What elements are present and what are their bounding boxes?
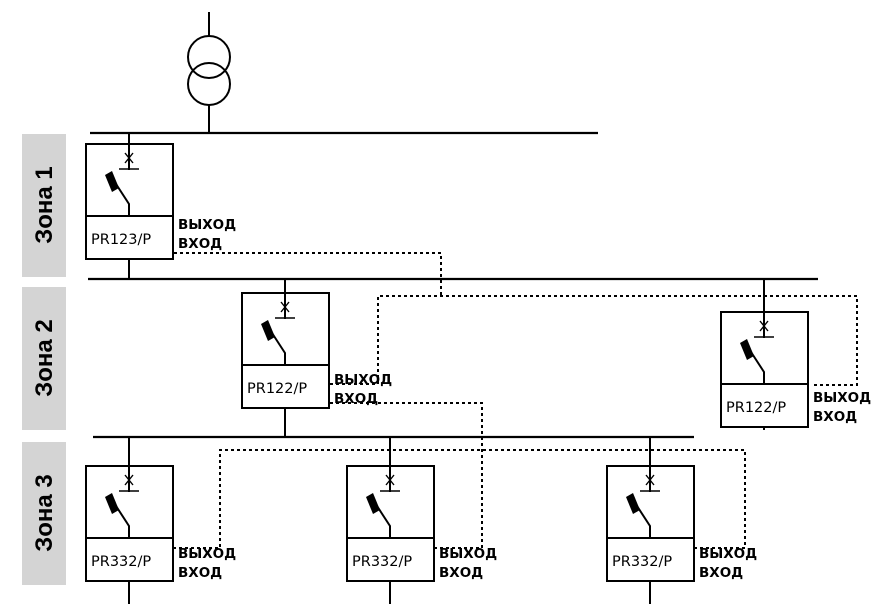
contact-x-icon xyxy=(275,301,295,319)
breaker-switch-icon xyxy=(366,493,391,538)
zone-band-1: Зона 1 xyxy=(22,134,66,277)
contact-x-icon xyxy=(380,474,400,492)
wire-z3-out-bus xyxy=(173,449,746,549)
breaker-handle xyxy=(366,493,380,514)
breaker-handle xyxy=(105,493,119,514)
zone-band-3: Зона 3 xyxy=(22,442,66,585)
zone-band-bg xyxy=(22,134,66,277)
wire-z1-in xyxy=(174,252,442,296)
breaker-switch-icon xyxy=(261,320,286,365)
zone-label: Зона 3 xyxy=(31,474,58,552)
selectivity-wiring xyxy=(173,252,858,549)
contact-x-icon xyxy=(640,474,660,492)
trip-unit-model: PR332/P xyxy=(91,554,151,570)
breaker-switch-icon xyxy=(626,493,651,538)
trip-unit-box xyxy=(241,364,330,409)
wire-z2-out-bus xyxy=(377,295,858,386)
breaker-switch-icon xyxy=(105,493,130,538)
breaker-handle xyxy=(740,339,754,360)
contact-x-icon xyxy=(119,474,139,492)
zone-label: Зона 2 xyxy=(31,319,58,397)
transformer-primary-winding xyxy=(187,35,231,79)
trip-unit-box xyxy=(85,215,174,260)
breaker-cb-z3b[interactable]: PR332/P ВЫХОД ВХОД xyxy=(346,437,497,604)
wire-z2a-in xyxy=(330,402,483,549)
breaker-cb-z2a[interactable]: PR122/P ВЫХОД ВХОД xyxy=(241,279,392,437)
trip-unit-model: PR122/P xyxy=(247,381,307,397)
input-label: ВХОД xyxy=(334,391,378,407)
trip-unit-model: PR332/P xyxy=(612,554,672,570)
breaker-cb-z3a[interactable]: PR332/P ВЫХОД ВХОД xyxy=(85,437,236,604)
zone-label: Зона 1 xyxy=(31,166,58,244)
breaker-handle xyxy=(105,171,119,192)
transformer-icon xyxy=(187,12,231,133)
zone-band-bg xyxy=(22,442,66,585)
output-label: ВЫХОД xyxy=(178,546,236,562)
breakers: PR123/P ВЫХОД ВХОД PR122/P ВЫХОД ВХОД PR122/P В… xyxy=(85,133,871,604)
breaker-handle xyxy=(261,320,275,341)
breaker-cb-z1[interactable]: PR123/P ВЫХОД ВХОД xyxy=(85,133,236,279)
zone-band-2: Зона 2 xyxy=(22,287,66,430)
contact-x-icon xyxy=(119,152,139,170)
breaker-handle xyxy=(626,493,640,514)
output-label: ВЫХОД xyxy=(334,372,392,388)
trip-unit-box xyxy=(720,383,809,428)
contact-x-icon xyxy=(754,320,774,338)
breaker-switch-icon xyxy=(740,339,765,384)
input-label: ВХОД xyxy=(439,565,483,581)
trip-unit-box xyxy=(85,537,174,582)
transformer-secondary-winding xyxy=(187,62,231,106)
output-label: ВЫХОД xyxy=(699,546,757,562)
breaker-cb-z3c[interactable]: PR332/P ВЫХОД ВХОД xyxy=(606,437,757,604)
zone-band-bg xyxy=(22,287,66,430)
input-label: ВХОД xyxy=(178,236,222,252)
breaker-switch-icon xyxy=(105,171,130,216)
output-label: ВЫХОД xyxy=(439,546,497,562)
output-label: ВЫХОД xyxy=(813,390,871,406)
trip-unit-model: PR332/P xyxy=(352,554,412,570)
input-label: ВХОД xyxy=(813,409,857,425)
breaker-cb-z2b[interactable]: PR122/P ВЫХОД ВХОД xyxy=(720,279,871,430)
input-label: ВХОД xyxy=(699,565,743,581)
output-label: ВЫХОД xyxy=(178,217,236,233)
trip-unit-model: PR122/P xyxy=(726,400,786,416)
input-label: ВХОД xyxy=(178,565,222,581)
trip-unit-model: PR123/P xyxy=(91,232,151,248)
